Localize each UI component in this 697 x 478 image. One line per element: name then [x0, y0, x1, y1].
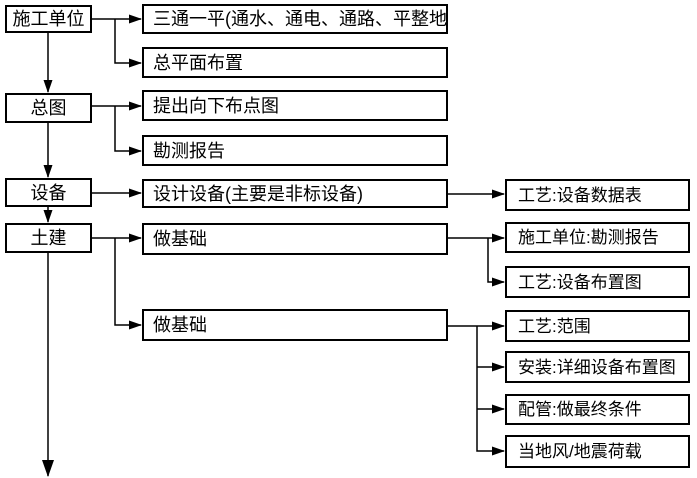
edge-jichu1-to-gongyi-buzhi — [487, 238, 505, 287]
edge-zongtu-to-kance — [114, 106, 142, 156]
node-tujian: 土建 — [5, 223, 92, 253]
node-santong-yiping: 三通一平(通水、通电、通路、平整地面) — [142, 4, 448, 34]
node-gongyi-shuju: 工艺:设备数据表 — [505, 179, 690, 211]
node-kance-baogao: 勘测报告 — [142, 135, 448, 166]
node-anzhuang-buzhi: 安装:详细设备布置图 — [505, 351, 690, 383]
node-zuo-jichu-2: 做基础 — [142, 309, 448, 341]
edge-tujian-to-jichu2 — [114, 238, 142, 330]
node-shigong-danwei: 施工单位 — [5, 5, 92, 33]
node-dangdifeng: 当地风/地震荷载 — [505, 435, 690, 468]
edge-shigong-to-zongpingmian — [114, 19, 142, 68]
node-sheji-shebei: 设计设备(主要是非标设备) — [142, 179, 448, 208]
node-zongtu: 总图 — [5, 93, 92, 123]
node-zongpingmian: 总平面布置 — [142, 47, 448, 78]
node-gongyi-fanwei: 工艺:范围 — [505, 310, 690, 342]
node-shigong-kance: 施工单位:勘测报告 — [505, 222, 690, 253]
node-shebei: 设备 — [5, 178, 92, 207]
node-zuo-jichu-1: 做基础 — [142, 223, 448, 255]
edge-jichu2-to-dangdifeng — [476, 326, 505, 456]
node-tichu-budiantu: 提出向下布点图 — [142, 90, 448, 121]
node-peiguan-tiaojian: 配管:做最终条件 — [505, 394, 690, 425]
node-gongyi-buzhi: 工艺:设备布置图 — [505, 266, 690, 298]
